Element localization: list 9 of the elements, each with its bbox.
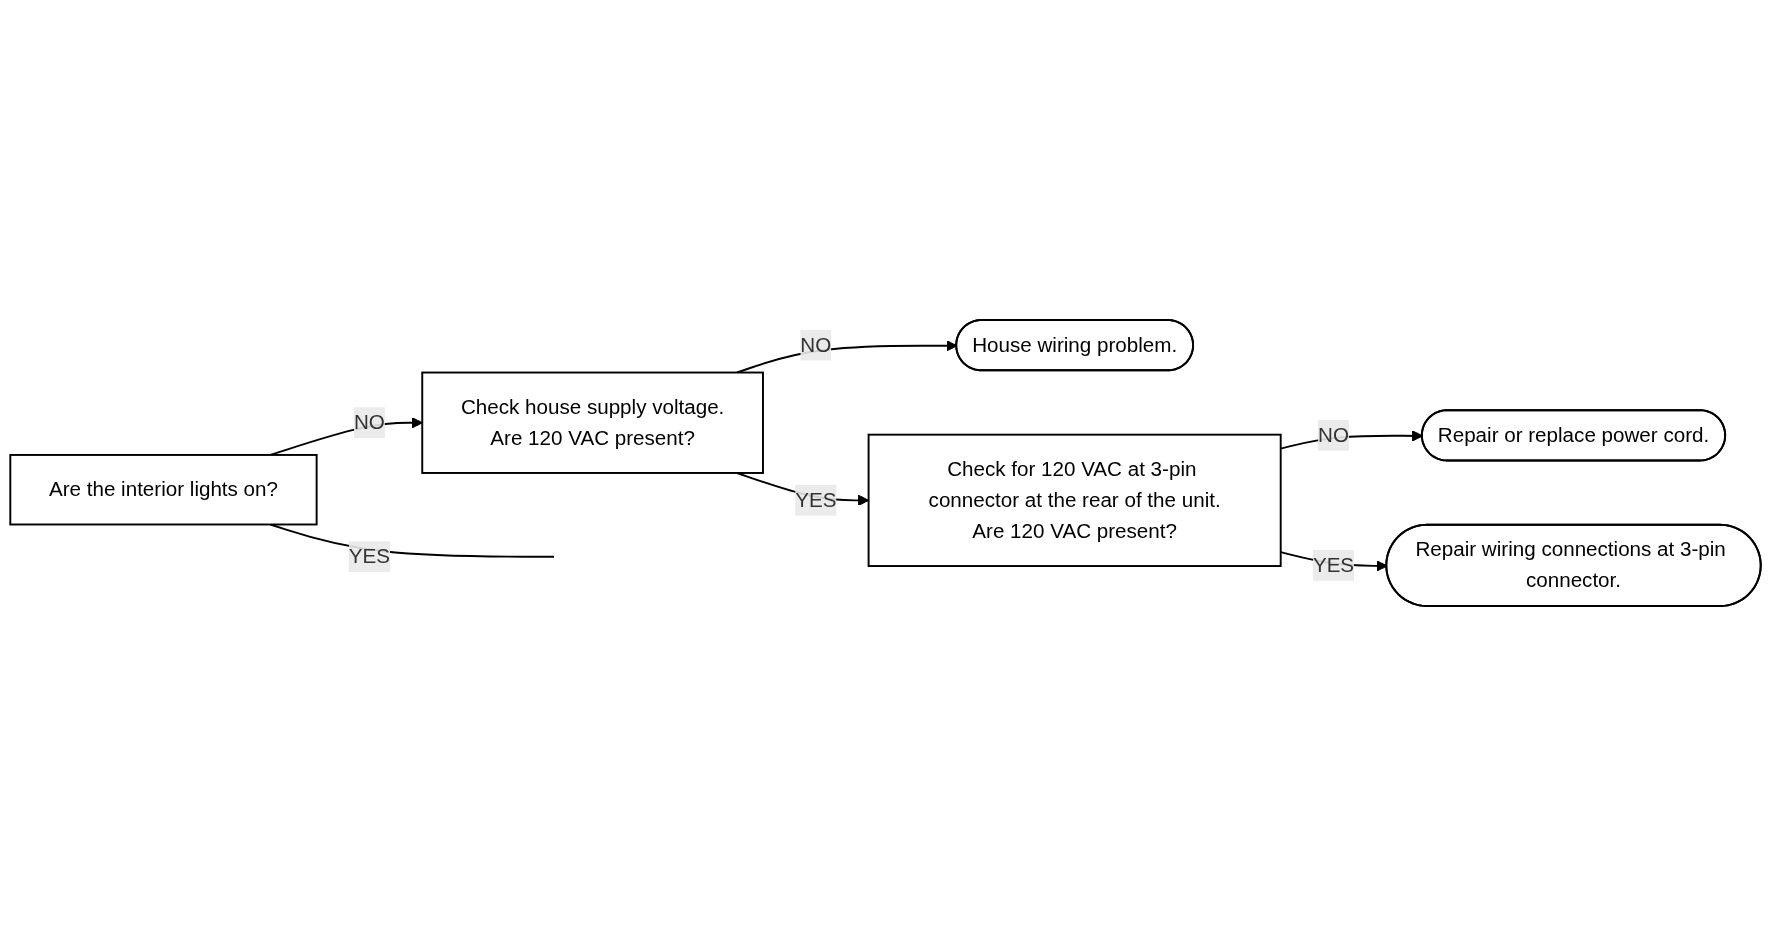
edge-label: NO (1318, 423, 1349, 446)
edge-label: NO (353, 411, 385, 434)
node-box: Are the interior lights on? (9, 454, 318, 526)
node-box: Check for 120 VAC at 3-pin connector at the rear of the unit. Are 120 VAC present? (867, 433, 1282, 567)
node-box: Check house supply voltage. Are 120 VAC present? (421, 371, 764, 474)
edge-label: YES (1312, 553, 1355, 576)
edge-label: YES (795, 488, 837, 511)
edge-label: YES (348, 545, 391, 567)
edge-label: NO (800, 333, 832, 356)
